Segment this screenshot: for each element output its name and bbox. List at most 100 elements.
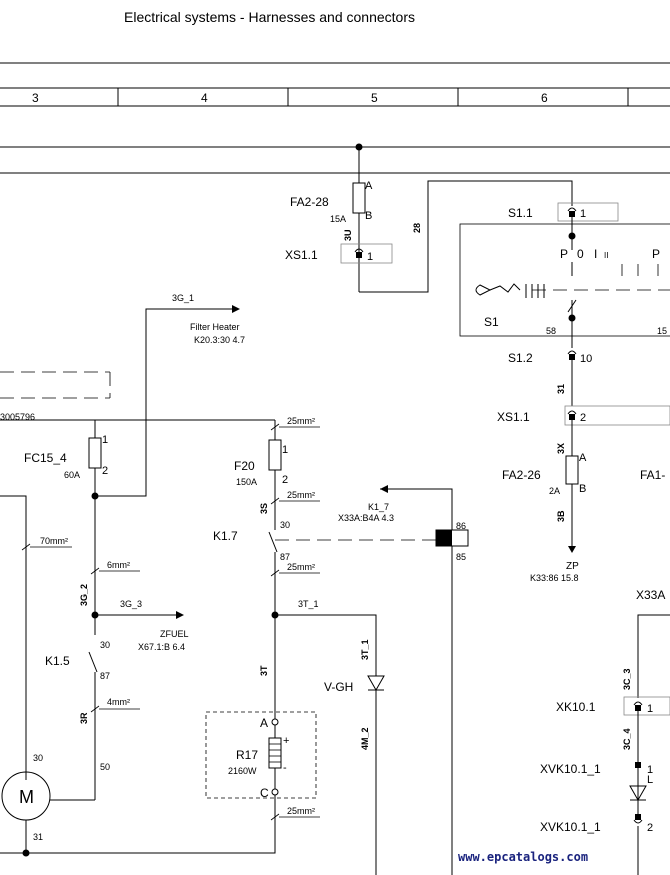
svg-text:X67.1:B 6.4: X67.1:B 6.4 (138, 642, 185, 652)
svg-text:25mm²: 25mm² (287, 490, 315, 500)
svg-text:K1.5: K1.5 (45, 654, 70, 668)
svg-text:2: 2 (647, 822, 653, 834)
svg-text:1: 1 (647, 764, 653, 776)
svg-text:25mm²: 25mm² (287, 562, 315, 572)
relay-contact-k1-5 (88, 651, 98, 673)
svg-text:4mm²: 4mm² (107, 697, 130, 707)
diode-icon (629, 785, 647, 802)
svg-text:15A: 15A (330, 214, 346, 224)
svg-text:50: 50 (100, 762, 110, 772)
svg-text:0: 0 (577, 247, 584, 261)
svg-text:3S: 3S (259, 503, 269, 514)
svg-text:3X: 3X (556, 443, 566, 454)
svg-text:C: C (260, 786, 269, 800)
fuse-fa2-28 (352, 182, 366, 214)
svg-text:XVK10.1_1: XVK10.1_1 (540, 762, 601, 776)
svg-text:XS1.1: XS1.1 (497, 410, 530, 424)
connector-xs1-1-top (340, 243, 393, 264)
svg-text:3R: 3R (79, 712, 89, 724)
svg-text:ZFUEL: ZFUEL (160, 629, 189, 639)
svg-text:15: 15 (657, 326, 667, 336)
svg-text:S1.2: S1.2 (508, 351, 533, 365)
heater-element (268, 737, 282, 769)
svg-text:I: I (594, 247, 597, 261)
svg-text:3T_1: 3T_1 (360, 639, 370, 660)
diode-v-gh-icon (367, 675, 385, 692)
svg-text:70mm²: 70mm² (40, 536, 68, 546)
svg-text:3G_2: 3G_2 (79, 584, 89, 606)
svg-text:25mm²: 25mm² (287, 416, 315, 426)
svg-text:3G_3: 3G_3 (120, 599, 142, 609)
connector-xs1-1-mid (564, 405, 670, 426)
svg-text:F20: F20 (234, 459, 255, 473)
svg-text:3C_4: 3C_4 (622, 728, 632, 750)
svg-text:3B: 3B (556, 510, 566, 522)
svg-text:1: 1 (647, 703, 653, 715)
svg-text:K33:86 15.8: K33:86 15.8 (530, 573, 579, 583)
svg-text:X33A: X33A (636, 588, 665, 602)
fuse-fa2-28-label: FA2-28 (290, 195, 329, 209)
page-title: Electrical systems - Harnesses and conne… (124, 9, 415, 25)
svg-text:1: 1 (367, 251, 373, 263)
svg-text:A: A (579, 452, 587, 464)
relay-contact-k1-7 (268, 531, 278, 553)
svg-text:-: - (283, 762, 287, 774)
svg-text:31: 31 (556, 384, 566, 394)
svg-text:ZP: ZP (566, 561, 579, 572)
svg-text:6mm²: 6mm² (107, 560, 130, 570)
svg-text:1: 1 (580, 208, 586, 220)
svg-text:2: 2 (102, 465, 108, 477)
svg-text:P: P (652, 247, 660, 261)
column-number: 5 (371, 91, 378, 105)
svg-text:L: L (647, 774, 653, 786)
wire-label: 28 (412, 223, 422, 233)
fuse-fa2-26 (565, 455, 579, 485)
svg-text:60A: 60A (64, 470, 80, 480)
svg-text:P: P (560, 247, 568, 261)
connector-label: XS1.1 (285, 248, 318, 262)
svg-text:86: 86 (456, 521, 466, 531)
svg-text:30: 30 (280, 520, 290, 530)
svg-text:3G_1: 3G_1 (172, 293, 194, 303)
svg-text:A: A (260, 716, 268, 730)
svg-text:30: 30 (100, 640, 110, 650)
svg-text:Filter Heater: Filter Heater (190, 322, 240, 332)
svg-text:2: 2 (282, 474, 288, 486)
watermark: www.epcatalogs.com (458, 850, 588, 864)
switch-label: S1 (484, 315, 499, 329)
svg-text:X33A:B4A 4.3: X33A:B4A 4.3 (338, 513, 394, 523)
svg-text:1: 1 (102, 434, 108, 446)
key-icon (475, 283, 545, 298)
svg-text:B: B (365, 210, 372, 222)
svg-text:K1_7: K1_7 (368, 502, 389, 512)
svg-text:58: 58 (546, 326, 556, 336)
svg-text:A: A (365, 180, 373, 192)
switch-s1-frame (459, 223, 670, 337)
svg-text:K20.3:30 4.7: K20.3:30 4.7 (194, 335, 245, 345)
svg-text:87: 87 (100, 671, 110, 681)
svg-text:FC15_4: FC15_4 (24, 451, 67, 465)
svg-text:XVK10.1_1: XVK10.1_1 (540, 820, 601, 834)
svg-text:II: II (604, 251, 608, 260)
connector-xk10-1 (623, 696, 670, 716)
svg-text:4M_2: 4M_2 (360, 727, 370, 750)
svg-text:V-GH: V-GH (324, 680, 353, 694)
svg-text:K1.7: K1.7 (213, 529, 238, 543)
svg-text:150A: 150A (236, 477, 257, 487)
svg-text:B: B (579, 483, 586, 495)
svg-text:31: 31 (33, 832, 43, 842)
svg-text:XK10.1: XK10.1 (556, 700, 596, 714)
svg-text:87: 87 (280, 552, 290, 562)
svg-text:2: 2 (580, 412, 586, 424)
wire-3g-1 (95, 308, 232, 497)
column-grid: 3 4 5 6 (0, 87, 670, 107)
svg-text:25mm²: 25mm² (287, 806, 315, 816)
wire-label: 3U (343, 229, 353, 241)
svg-text:FA1-: FA1- (640, 468, 665, 482)
svg-text:S1.1: S1.1 (508, 206, 533, 220)
svg-text:FA2-26: FA2-26 (502, 468, 541, 482)
fuse-fc15-4 (88, 437, 102, 469)
svg-text:2160W: 2160W (228, 766, 257, 776)
column-number: 6 (541, 91, 548, 105)
